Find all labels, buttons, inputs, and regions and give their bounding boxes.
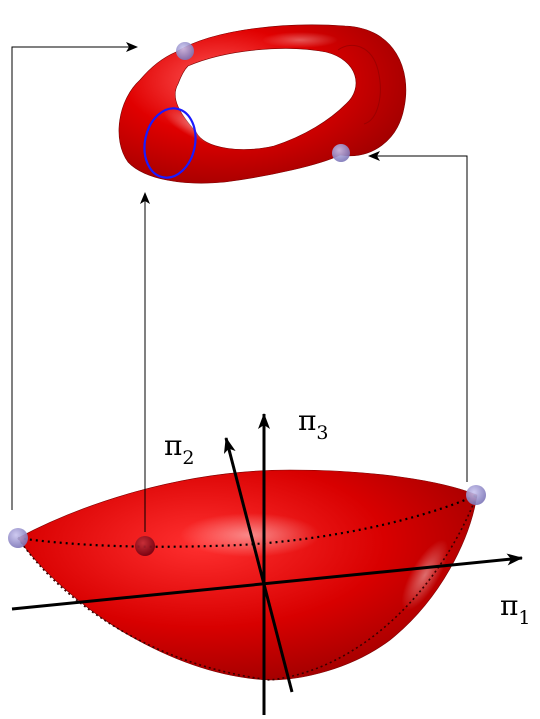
- bowl-body: [17, 469, 478, 681]
- blue-loop: [143, 107, 197, 179]
- bowl-highlight-2: [401, 539, 449, 611]
- map-arrow-left: [11, 42, 138, 510]
- map-arrow-right: [368, 151, 468, 482]
- torus-marker-top: [176, 42, 194, 60]
- bowl-marker-inner: [135, 536, 155, 556]
- pi1-axis: [11, 553, 523, 611]
- bowl-marker-left: [8, 528, 28, 548]
- bowl-surface: [17, 469, 478, 681]
- bowl-dotted-rim: [17, 493, 478, 548]
- torus-seam: [337, 45, 381, 125]
- pi2-axis: [223, 437, 294, 693]
- torus-highlight: [163, 107, 237, 149]
- torus-marker-right: [332, 144, 350, 162]
- pi3-label: π3: [298, 404, 329, 444]
- bowl-marker-right: [466, 485, 486, 505]
- torus-body: [118, 24, 407, 184]
- pi1-label: π1: [500, 589, 531, 629]
- torus-highlight-2: [262, 32, 338, 48]
- torus-surface: [118, 24, 407, 184]
- pi2-label: π2: [164, 429, 195, 469]
